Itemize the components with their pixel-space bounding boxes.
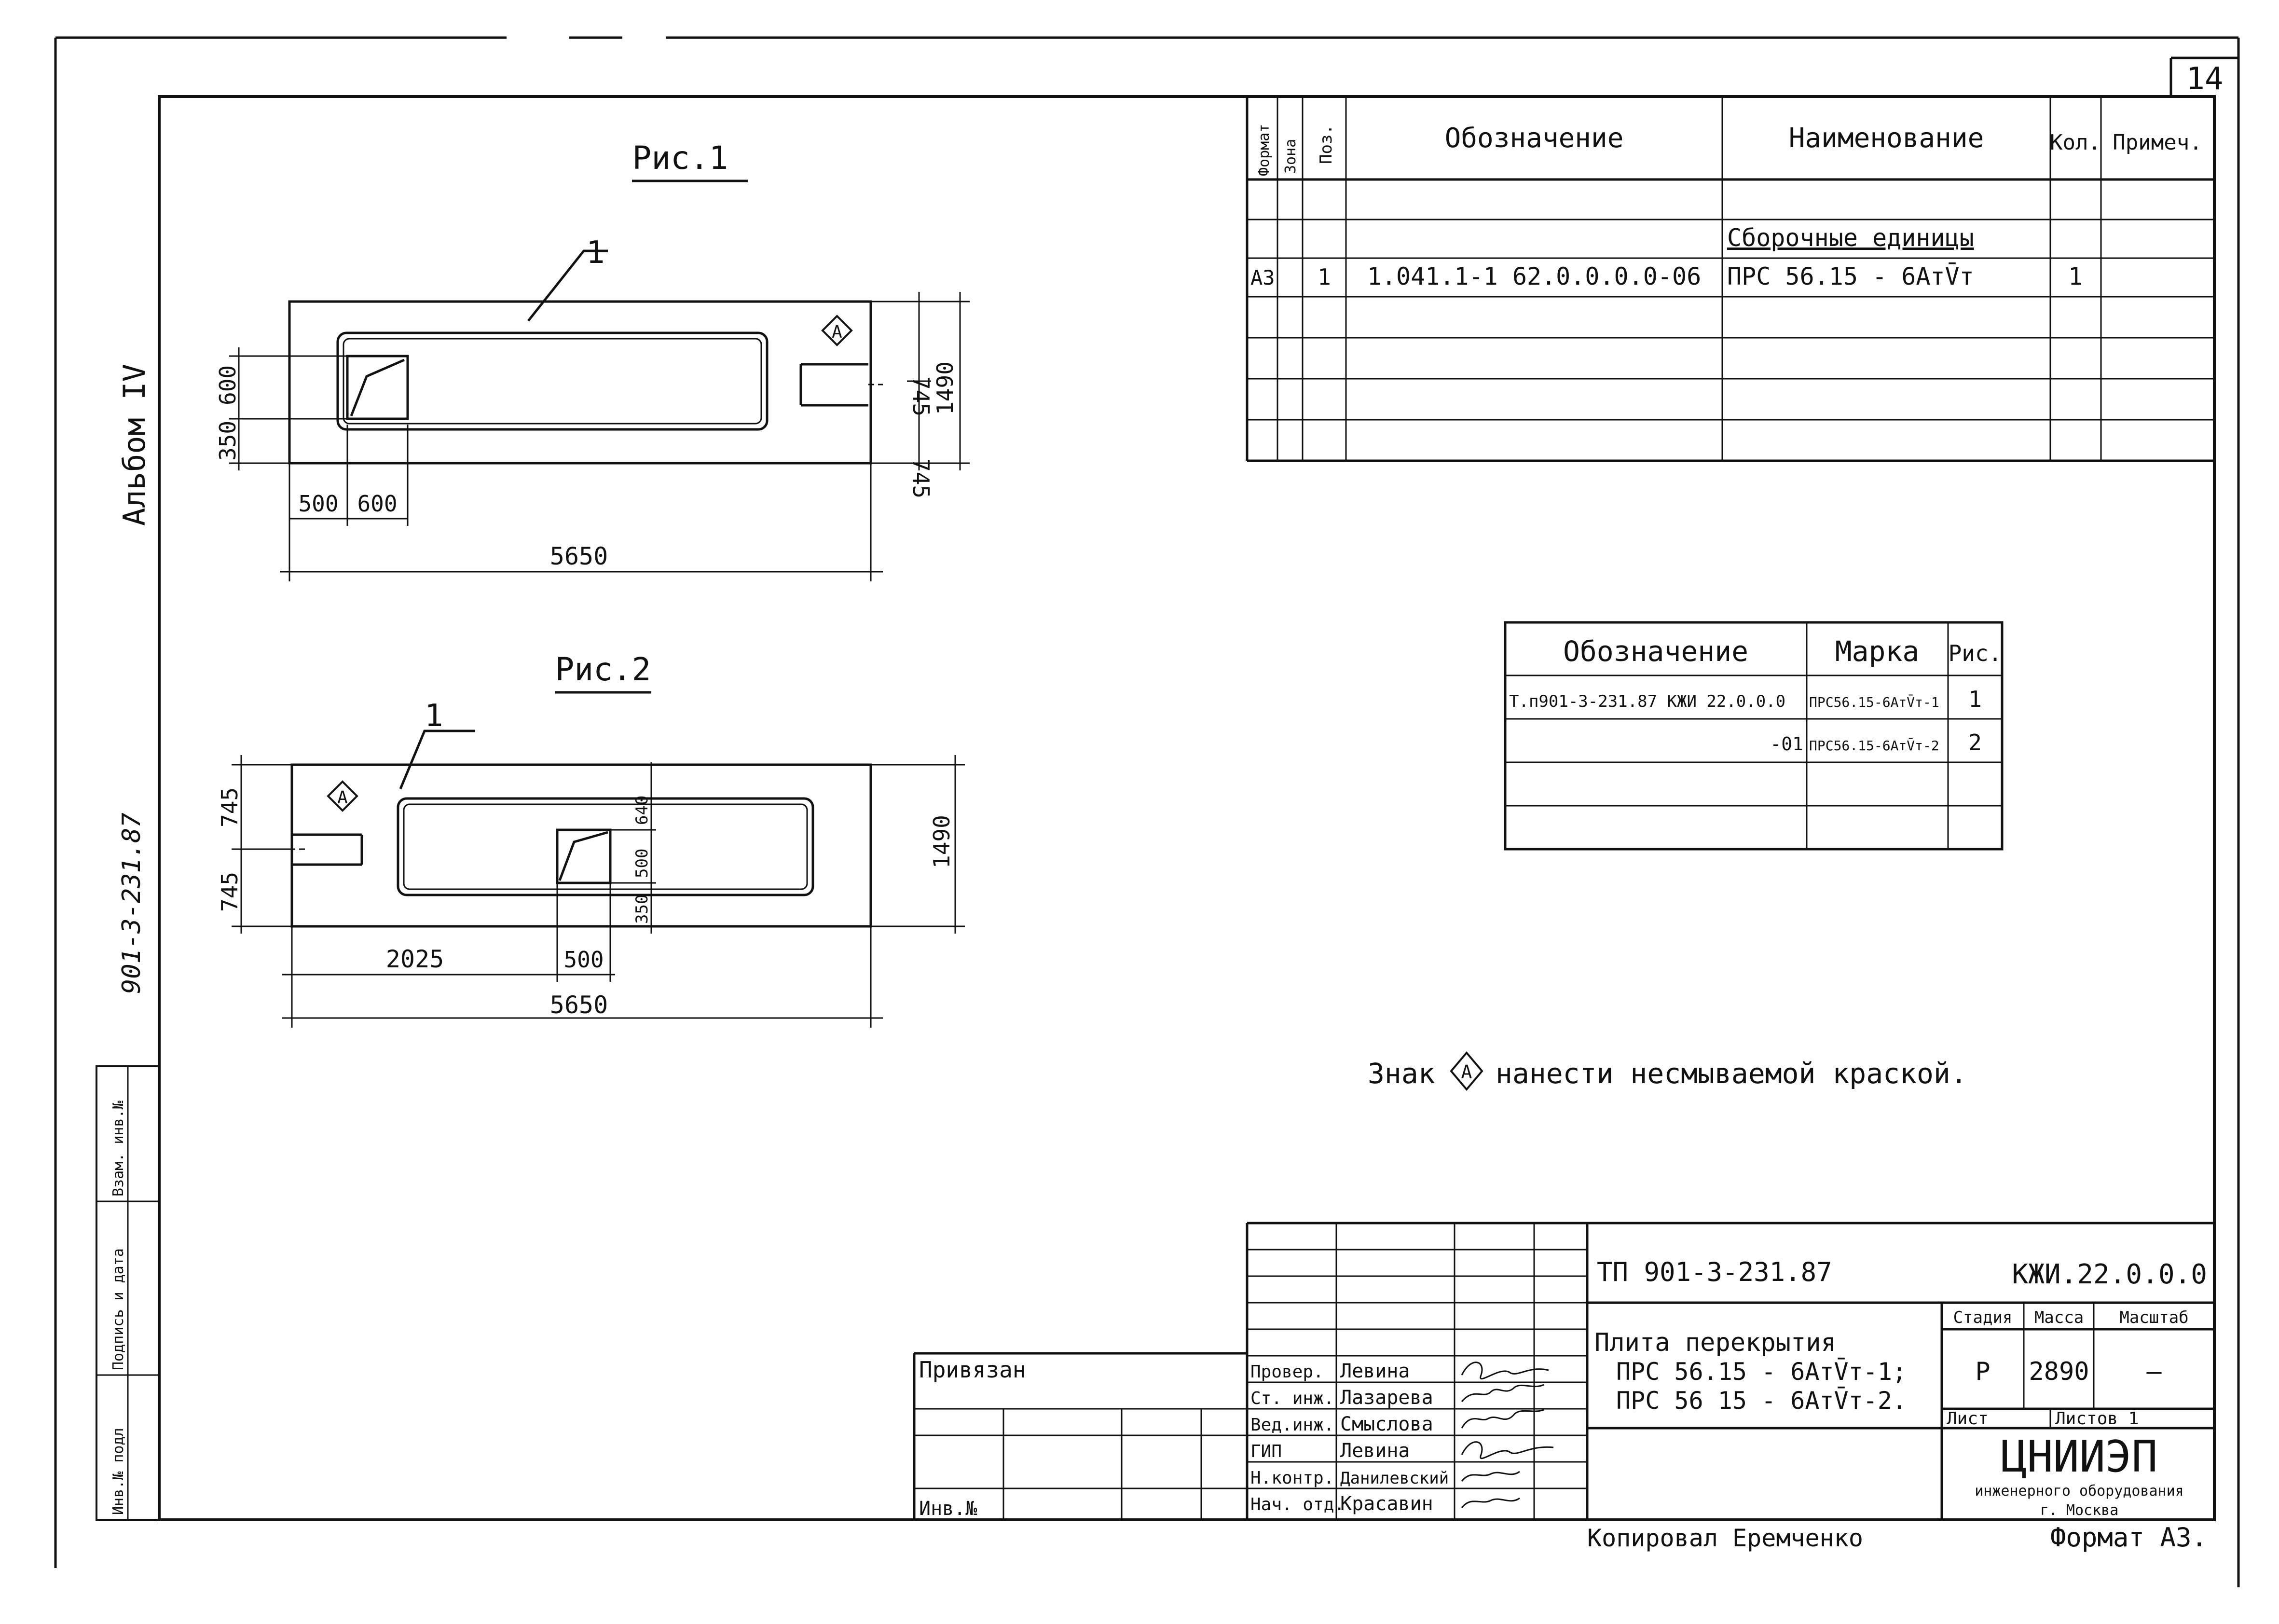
fig2-dim-length: 5650 bbox=[550, 991, 608, 1019]
fig2-dim-v500: 500 bbox=[632, 849, 652, 878]
marks-row1-fig: 1 bbox=[1968, 686, 1982, 712]
tb-sheet-h: Лист bbox=[1947, 1409, 1989, 1429]
svg-text:А: А bbox=[337, 788, 348, 808]
note-before: Знак bbox=[1368, 1057, 1435, 1090]
tb-scale-h: Масштаб bbox=[2119, 1308, 2188, 1327]
tb-role-5: Н.контр. bbox=[1250, 1468, 1334, 1488]
tb-name-2: Лазарева bbox=[1340, 1387, 1433, 1409]
tb-name-1: Левина bbox=[1340, 1360, 1410, 1382]
tb-inv: Инв.№ bbox=[919, 1498, 977, 1520]
title-block: ТП 901-3-231.87 КЖИ.22.0.0.0 Плита перек… bbox=[913, 1222, 2214, 1520]
figure-2: Рис.2 А 1 bbox=[217, 651, 965, 1028]
spec-h-name: Наименование bbox=[1789, 123, 1984, 154]
fig1-dim-500: 500 bbox=[298, 491, 338, 517]
tb-project: ТП 901-3-231.87 bbox=[1597, 1257, 1832, 1287]
tb-title-2: ПРС 56.15 - 6АтV̄т-1; bbox=[1616, 1357, 1907, 1386]
figure-1: Рис.1 А 1 bbox=[215, 139, 970, 581]
fig2-dim-640: 640 bbox=[632, 796, 652, 825]
fig1-dim-h-total: 1490 bbox=[932, 361, 958, 415]
tb-name-5: Данилевский bbox=[1340, 1469, 1449, 1488]
fig2-dim-2025: 2025 bbox=[386, 945, 444, 973]
tb-mass: 2890 bbox=[2029, 1357, 2089, 1386]
stamp-inv-replace: Взам. инв.№ bbox=[110, 1101, 127, 1197]
tb-stage-h: Стадия bbox=[1953, 1308, 2013, 1327]
fig1-mark-symbol: А bbox=[821, 315, 853, 346]
tb-mass-h: Масса bbox=[2034, 1308, 2084, 1327]
fig2-title: Рис.2 bbox=[555, 651, 651, 688]
marks-row2-designation: -01 bbox=[1770, 733, 1803, 755]
copied-by: Копировал Еремченко bbox=[1587, 1524, 1863, 1552]
sheet-number: 14 bbox=[2186, 61, 2223, 97]
tb-role-4: ГИП bbox=[1250, 1442, 1282, 1461]
tb-stage: Р bbox=[1975, 1357, 1990, 1386]
tb-org-sub: инженерного оборудования bbox=[1975, 1483, 2183, 1500]
specification-table: Формат Зона Поз. Обозначение Наименовани… bbox=[1246, 96, 2214, 462]
fig1-dim-length: 5650 bbox=[550, 542, 608, 570]
tb-role-2: Ст. инж. bbox=[1250, 1389, 1334, 1408]
fig1-dim-v350: 350 bbox=[215, 421, 241, 461]
marks-row2-fig: 2 bbox=[1968, 729, 1982, 756]
marks-h-designation: Обозначение bbox=[1563, 635, 1748, 668]
tb-city: г. Москва bbox=[2040, 1502, 2119, 1519]
spec-row-format: А3 bbox=[1250, 266, 1275, 289]
album-label: Альбом IV bbox=[117, 364, 152, 526]
tb-title-1: Плита перекрытия bbox=[1594, 1328, 1836, 1357]
spec-h-qty: Кол. bbox=[2050, 130, 2101, 155]
tb-code: КЖИ.22.0.0.0 bbox=[2012, 1259, 2207, 1290]
marks-h-fig: Рис. bbox=[1949, 640, 2002, 666]
tb-sheets-h: Листов 1 bbox=[2055, 1409, 2139, 1429]
fig2-dim-h-top: 745 bbox=[217, 787, 243, 827]
fig2-dim-h-bot: 745 bbox=[217, 872, 243, 912]
tb-name-3: Смыслова bbox=[1340, 1413, 1433, 1435]
tb-role-6: Нач. отд. bbox=[1250, 1495, 1345, 1514]
format-label: Формат А3. bbox=[2050, 1522, 2207, 1553]
marks-table: Обозначение Марка Рис. Т.п901-3-231.87 К… bbox=[1504, 621, 2004, 851]
signatures bbox=[1461, 1362, 1554, 1508]
note-after: нанести несмываемой краской. bbox=[1496, 1057, 1967, 1090]
svg-text:А: А bbox=[832, 322, 842, 342]
fig2-dim-h-total: 1490 bbox=[929, 815, 955, 868]
tb-name-4: Левина bbox=[1340, 1440, 1410, 1462]
marks-h-mark: Марка bbox=[1835, 635, 1920, 668]
marks-row2-mark: ПРС56.15-6АтV̄т-2 bbox=[1809, 737, 1939, 754]
fig1-position: 1 bbox=[586, 235, 605, 271]
spec-h-pos: Поз. bbox=[1317, 124, 1336, 164]
fig2-dim-500: 500 bbox=[563, 947, 604, 973]
spec-h-note: Примеч. bbox=[2113, 130, 2202, 155]
tb-scale: — bbox=[2146, 1357, 2162, 1386]
spec-h-format: Формат bbox=[1256, 124, 1273, 176]
fig2-mark-symbol: А bbox=[327, 780, 358, 812]
stamp-signature-date: Подпись и дата bbox=[110, 1248, 127, 1370]
fig1-dim-h-bot: 745 bbox=[908, 458, 934, 498]
spec-h-zone: Зона bbox=[1282, 139, 1299, 174]
tb-tied: Привязан bbox=[919, 1357, 1026, 1383]
tb-role-1: Провер. bbox=[1250, 1362, 1324, 1382]
tb-org: ЦНИИЭП bbox=[2001, 1431, 2157, 1482]
note-mark-symbol: А bbox=[1461, 1061, 1472, 1083]
spec-h-designation: Обозначение bbox=[1445, 123, 1624, 154]
sheet-frame bbox=[54, 36, 2240, 1587]
fig1-title: Рис.1 bbox=[632, 139, 728, 177]
tb-name-6: Красавин bbox=[1340, 1493, 1433, 1515]
fig1-dim-h-top: 745 bbox=[908, 376, 934, 416]
doc-code-vertical: 901-3-231.87 bbox=[117, 812, 146, 994]
marks-row1-mark: ПРС56.15-6АтV̄т-1 bbox=[1809, 694, 1939, 710]
spec-row-name: ПРС 56.15 - 6АтV̄т bbox=[1727, 262, 1974, 290]
stamp-inv-orig: Инв.№ подл bbox=[110, 1428, 127, 1515]
spec-row-pos: 1 bbox=[1318, 264, 1331, 290]
fig1-dim-600: 600 bbox=[357, 491, 397, 517]
tb-role-3: Вед.инж. bbox=[1250, 1415, 1334, 1435]
tb-title-3: ПРС 56 15 - 6АтV̄т-2. bbox=[1616, 1386, 1907, 1415]
marks-row1-designation: Т.п901-3-231.87 КЖИ 22.0.0.0 bbox=[1509, 692, 1785, 711]
fig1-dim-v600: 600 bbox=[215, 365, 241, 405]
spec-row-qty: 1 bbox=[2068, 262, 2083, 290]
fig2-dim-v350: 350 bbox=[632, 895, 652, 924]
fig2-position: 1 bbox=[425, 698, 443, 734]
spec-section-label: Сборочные единицы bbox=[1727, 224, 1974, 252]
note: Знак А нанести несмываемой краской. bbox=[1368, 1051, 1967, 1091]
spec-row-designation: 1.041.1-1 62.0.0.0.0-06 bbox=[1367, 262, 1701, 290]
